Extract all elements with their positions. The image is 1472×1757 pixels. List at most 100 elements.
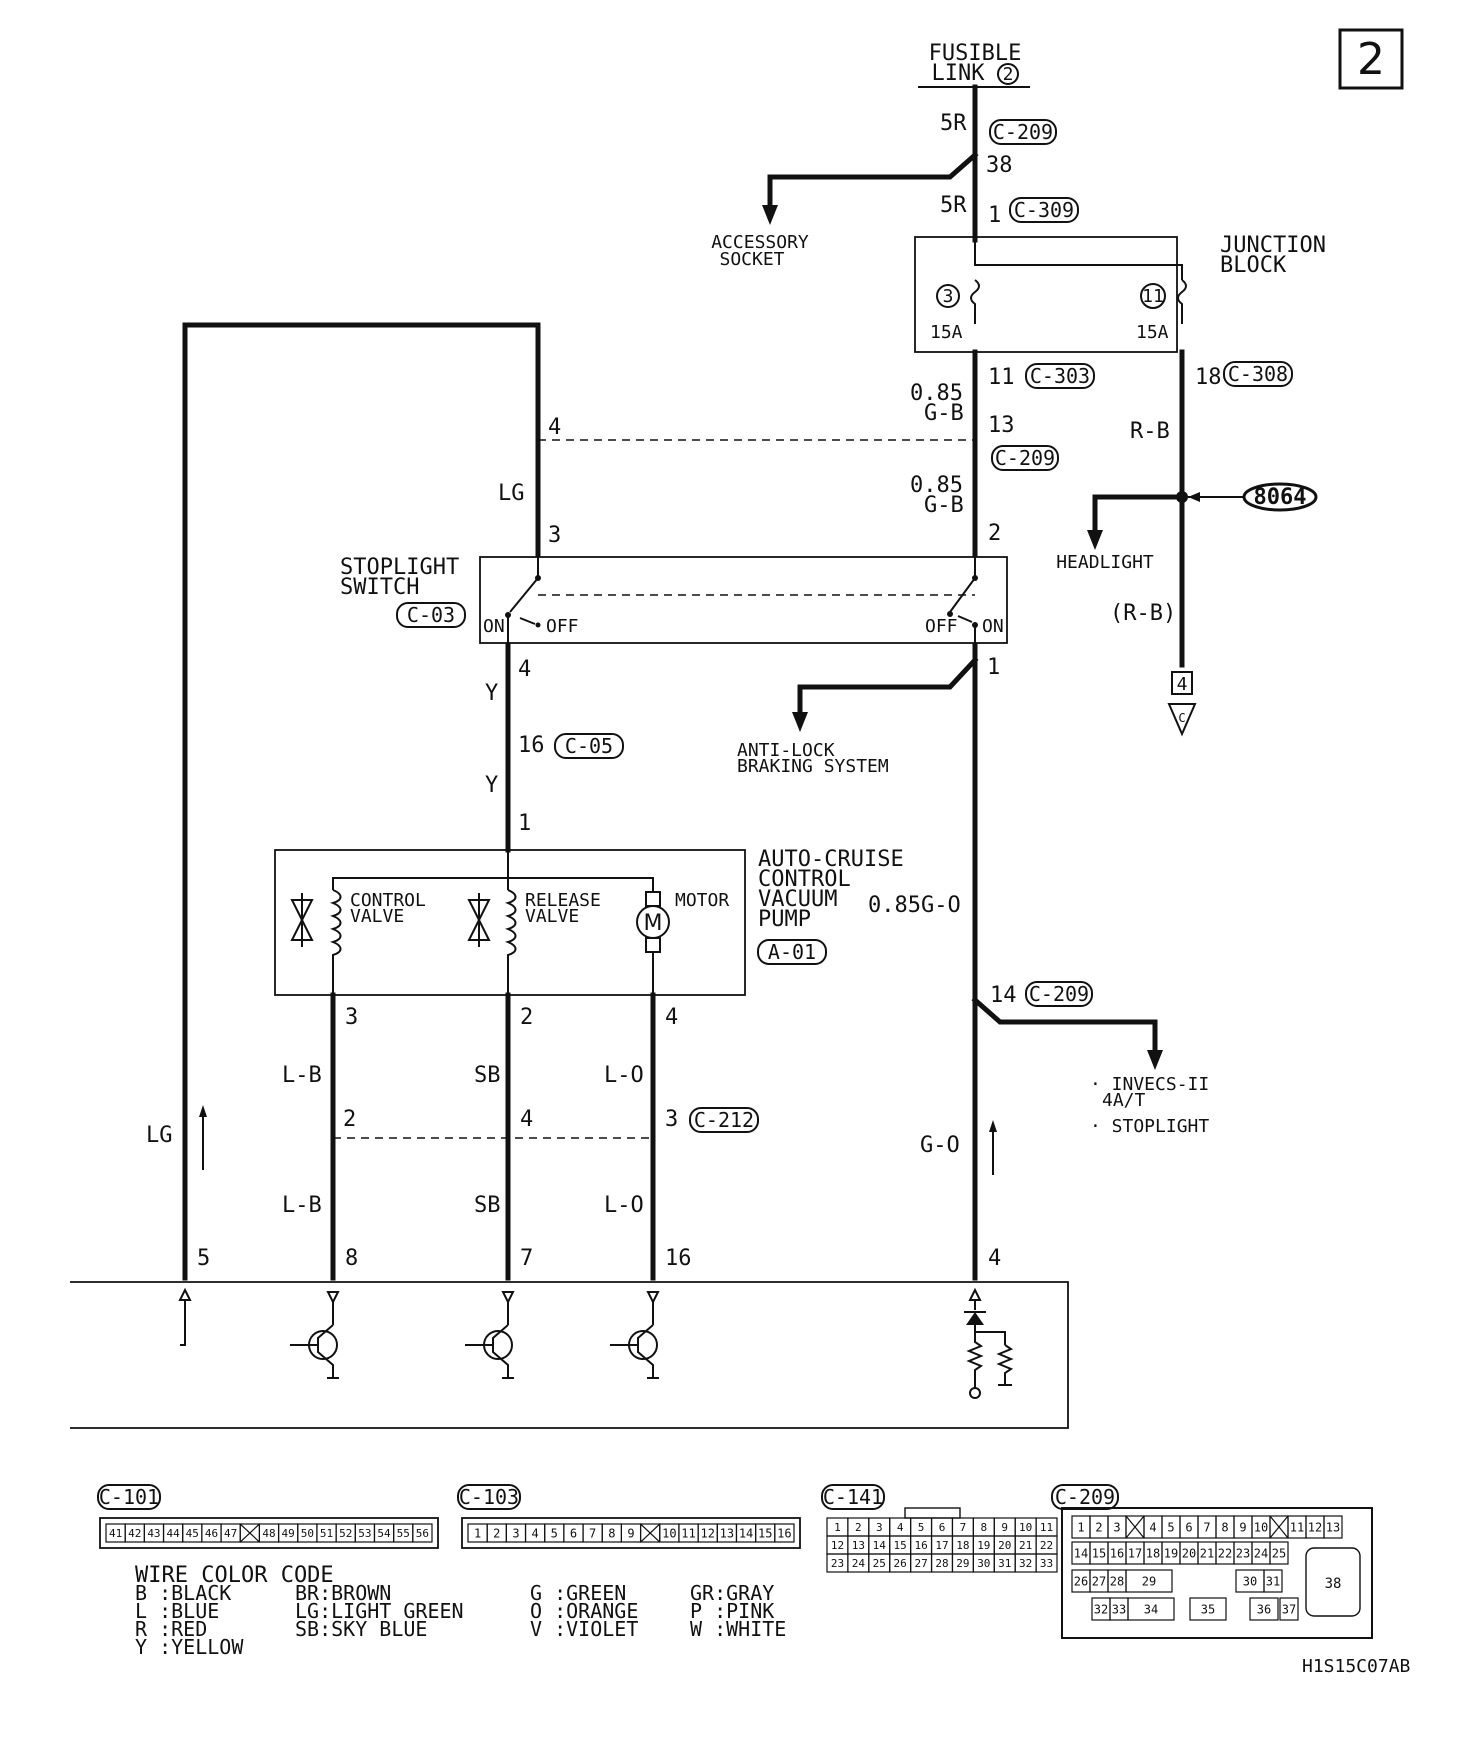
c103-pin: 15: [758, 1527, 772, 1541]
c141-pin: 25: [873, 1557, 886, 1570]
pump-label-2: CONTROL: [758, 867, 851, 892]
c209-pin-blank-x2: [1269, 1515, 1289, 1539]
splice-id-oval: [1242, 482, 1318, 512]
c209-pin: 4: [1149, 1521, 1156, 1535]
connector-c212-box: [689, 1107, 759, 1133]
c141-pin: 4: [897, 1521, 904, 1534]
wire-color-entry: LG:LIGHT GREEN: [295, 1599, 464, 1623]
arrow-headlight: [1087, 530, 1103, 550]
pin-3-pump: 3: [345, 1005, 358, 1030]
wire-color-entry: SB:SKY BLUE: [295, 1617, 427, 1641]
switch-left-off-contact: [535, 622, 541, 628]
pump-internal-bus: [332, 877, 654, 892]
c209-pin: 12: [1308, 1521, 1322, 1535]
ref-letter: C: [1178, 711, 1185, 725]
c209-pin: 9: [1239, 1521, 1246, 1535]
c141-pin: 22: [1040, 1539, 1053, 1552]
connector-c05-box: [554, 733, 624, 759]
c103-pin: 2: [493, 1527, 500, 1541]
page-number: 2: [1357, 34, 1385, 85]
c209-pin: 3: [1113, 1521, 1120, 1535]
c209-pin: 32: [1094, 1603, 1108, 1617]
switch-left-off-mark: [519, 617, 536, 625]
wire-label-lo-bottom: L-O: [604, 1193, 644, 1218]
invecs-label-3: · STOPLIGHT: [1090, 1116, 1209, 1137]
c101-pin: 52: [339, 1527, 352, 1540]
ecu-pin5-lead: [180, 1300, 186, 1346]
c101-pin: 41: [109, 1527, 122, 1540]
c141-pin: 3: [876, 1521, 883, 1534]
headlight-label: HEADLIGHT: [1056, 552, 1154, 573]
abs-label: ANTI-LOCK: [737, 740, 835, 761]
connector-c209-mid: C-209: [995, 446, 1055, 470]
connector-c103-label: C-103: [459, 1485, 519, 1509]
switch-right-on-mark: [957, 615, 973, 623]
ref-box: [1171, 671, 1193, 695]
connector-c308-box: [1223, 361, 1293, 387]
resistor-network-bus: [974, 1325, 1006, 1345]
diode-symbol: [966, 1312, 984, 1325]
page-number-box: [1338, 28, 1404, 90]
c209-pin: 22: [1218, 1547, 1232, 1561]
pin-14: 14: [990, 983, 1017, 1008]
wire-accessory-branch: [767, 151, 979, 208]
c209-pin: 35: [1201, 1603, 1215, 1617]
wire-color-code-title: WIRE COLOR CODE: [135, 1563, 334, 1588]
c141-pin: 23: [831, 1557, 844, 1570]
control-valve-coil: [329, 889, 342, 995]
wire-label-go: G-O: [920, 1133, 960, 1158]
c103-pin: 12: [700, 1527, 714, 1541]
c209-pin: 19: [1164, 1547, 1178, 1561]
fuse-3-rating: 15A: [930, 322, 963, 343]
c103-pin: 3: [512, 1527, 519, 1541]
resistor-1-terminal: [969, 1387, 981, 1399]
c141-pin: 19: [977, 1539, 990, 1552]
c209-pin-cell: [1127, 1597, 1175, 1621]
wire-label-lo-top: L-O: [604, 1063, 644, 1088]
fuse-11-symbol: [1177, 279, 1187, 324]
c141-key: [904, 1507, 961, 1519]
c209-pin: 5: [1167, 1521, 1174, 1535]
wire-label-lb-top: L-B: [282, 1063, 322, 1088]
motor-label: MOTOR: [675, 890, 729, 911]
c209-pin-cell: [1279, 1597, 1299, 1621]
switch-left-on-label: ON: [483, 616, 505, 637]
c101-pin: 49: [282, 1527, 295, 1540]
c103-pin: 5: [551, 1527, 558, 1541]
transistor-3-leads: [637, 1324, 654, 1378]
c141-pin: 17: [935, 1539, 948, 1552]
connector-c308: C-308: [1228, 362, 1288, 386]
c209-pin-cell: [1249, 1597, 1279, 1621]
c209-pin: 30: [1243, 1575, 1257, 1589]
connector-a01: A-01: [768, 940, 816, 964]
c103-pin: 14: [739, 1527, 753, 1541]
ecu-pin7-arrow: [501, 1291, 515, 1305]
c209-pin: 33: [1112, 1603, 1126, 1617]
stoplight-switch-label: STOPLIGHT: [340, 555, 459, 580]
c209-pin: 21: [1200, 1547, 1214, 1561]
wire-color-entry: GR:GRAY: [690, 1581, 774, 1605]
wire-label-sb-top: SB: [474, 1063, 501, 1088]
c141-pin: 11: [1040, 1521, 1053, 1534]
pin-4-ecu: 4: [988, 1246, 1001, 1271]
pin-16-ecu: 16: [665, 1246, 692, 1271]
c209-pin-cell: [1269, 1541, 1289, 1565]
fusible-link-number-circle: [997, 63, 1019, 85]
wire-label-rb: R-B: [1130, 419, 1170, 444]
wire-color-entry: B :BLACK: [135, 1581, 231, 1605]
connector-c209-top: C-209: [993, 120, 1053, 144]
fuse-11-number: 11: [1142, 286, 1164, 307]
accessory-socket-label-2: SOCKET: [719, 249, 784, 270]
resistor-2: [996, 1344, 1014, 1385]
arrow-accessory: [762, 205, 778, 225]
wire-color-entry: R :RED: [135, 1617, 207, 1641]
c141-pin: 32: [1019, 1557, 1032, 1570]
connector-c03: C-03: [407, 603, 455, 627]
c209-pin: 1: [1077, 1521, 1084, 1535]
stoplight-switch-box: [479, 556, 1008, 644]
ecu-pin8-arrow: [326, 1291, 340, 1305]
wire-label-5r-bottom: 5R: [940, 193, 967, 218]
release-valve-label: RELEASE: [525, 890, 601, 911]
